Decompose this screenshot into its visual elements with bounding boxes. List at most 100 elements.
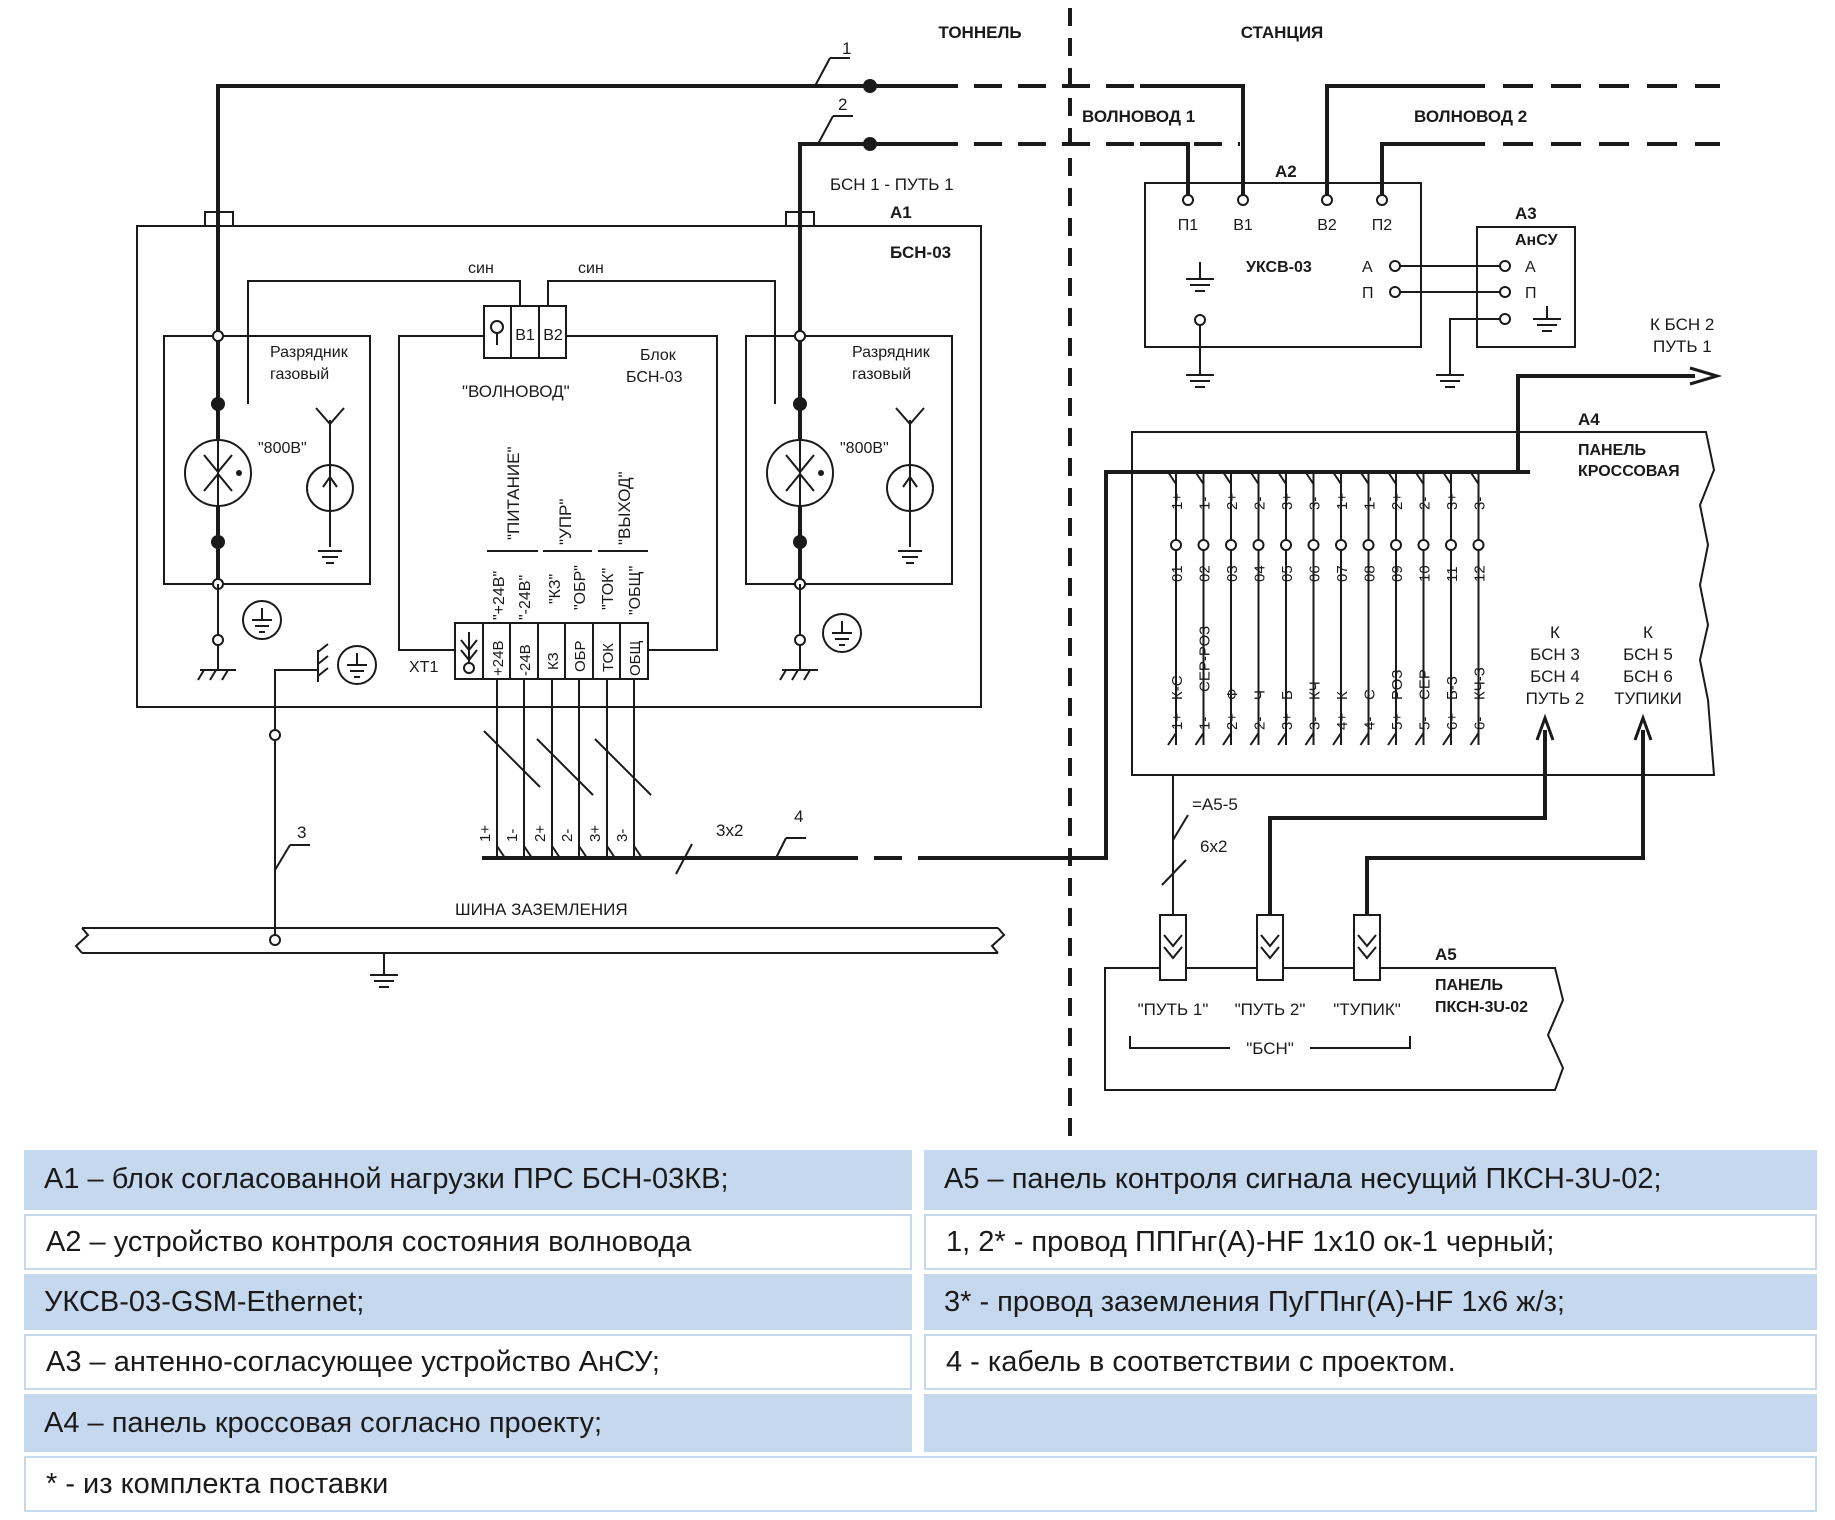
a4-bottom-pin: 2+ <box>1224 713 1241 730</box>
a4-signal: С <box>1362 689 1379 700</box>
a3-tag: А3 <box>1515 204 1537 223</box>
legend-wire3: 3* - провод заземления ПуГПнг(А)-HF 1х6 … <box>924 1274 1817 1330</box>
group-output-label: "ВЫХОД" <box>615 471 634 545</box>
a4-number: 10 <box>1417 565 1434 582</box>
arrester-left-label-2: газовый <box>270 366 329 383</box>
a4-column-bottom-bend <box>1249 732 1260 746</box>
a5-name-2: ПКСН-3U-02 <box>1435 999 1528 1016</box>
route1-line-3: БСН 4 <box>1530 667 1580 686</box>
terminal-minus24: -24В <box>517 644 534 676</box>
arrester-right <box>745 330 953 590</box>
a1-path-label: БСН 1 - ПУТЬ 1 <box>830 175 954 194</box>
ground-a1-icon <box>337 645 377 685</box>
a4-column-top-bend <box>1304 471 1315 485</box>
wave-conn-b2: В2 <box>543 327 563 344</box>
zone-tunnel-label: ТОННЕЛЬ <box>938 23 1021 42</box>
group-sub-obr: "ОБР" <box>572 565 589 610</box>
a4-number: 05 <box>1279 565 1296 582</box>
a3-name: АнСУ <box>1515 232 1559 249</box>
zone-station-label: СТАНЦИЯ <box>1241 23 1324 42</box>
a4-bottom-pin: 6+ <box>1444 713 1461 730</box>
a4-signal: Ч <box>1252 690 1269 700</box>
route2-line-2: БСН 5 <box>1623 645 1673 664</box>
a4-number: 01 <box>1169 565 1186 582</box>
group-control-label: "УПР" <box>556 499 575 545</box>
wave-conn-label: "ВОЛНОВОД" <box>462 382 570 401</box>
a4-terminal-node <box>1307 539 1320 551</box>
a4-number: 09 <box>1389 565 1406 582</box>
a4-column-bottom-bend <box>1194 732 1205 746</box>
sync-wire-right <box>547 280 776 404</box>
terminal-plus24: +24В <box>490 641 507 676</box>
a4-terminal-node <box>1362 539 1375 551</box>
pair-1plus: 1+ <box>477 825 494 842</box>
a4-column-bottom-bend <box>1304 732 1315 746</box>
group-sub-obsch: "ОБЩ" <box>627 566 644 615</box>
arrester-right-label-2: газовый <box>852 366 911 383</box>
a4-panel-frame <box>1131 431 1716 776</box>
a4-top-pin: 2+ <box>1389 493 1406 510</box>
a4-column-bottom-bend <box>1332 732 1342 746</box>
wire-2-label: 2 <box>838 95 847 114</box>
to-bsn2-label-1: К БСН 2 <box>1650 315 1714 334</box>
a5-panel-frame <box>1104 967 1565 1091</box>
a1-tag: А1 <box>890 203 912 222</box>
legend-a2-line2: УКСВ-03-GSM-Ethernet; <box>24 1274 912 1330</box>
ground-left-icon <box>242 600 282 640</box>
a4-signal: К-С <box>1169 675 1186 700</box>
a2-pin-p2: П2 <box>1372 217 1393 234</box>
a4-column-top-bend <box>1249 471 1260 485</box>
route-lines <box>1161 713 1653 915</box>
a4-bottom-pin: 5- <box>1417 717 1434 730</box>
wire-2 <box>798 142 1240 340</box>
a4-terminal-node <box>1335 539 1347 551</box>
legend-a3: А3 – антенно-согласующее устройство АнСУ… <box>24 1334 912 1390</box>
schematic-diagram: ТОННЕЛЬ СТАНЦИЯ 1 2 ВОЛНОВОД 1 ВОЛНОВОД … <box>74 8 1723 1138</box>
group-power-label: "ПИТАНИЕ" <box>504 447 523 541</box>
legend-table: А1 – блок согласованной нагрузки ПРС БСН… <box>24 1150 1817 1514</box>
legend-cable4: 4 - кабель в соответствии с проектом. <box>924 1334 1817 1390</box>
a4-top-pin: 3+ <box>1444 493 1461 510</box>
a3-pin-p: П <box>1525 285 1537 302</box>
a4-top-pin: 1+ <box>1334 493 1351 510</box>
a4-terminal-node <box>1197 539 1210 551</box>
a4-terminal-columns: 1+01К-С1+1-02СЕР-РОЗ1-2+03Ф2+2-04Ч2-3+05… <box>1167 471 1489 746</box>
xt1-label: ХТ1 <box>409 659 438 676</box>
wire-1-label: 1 <box>842 39 851 58</box>
cable-a55-label: =А5-5 <box>1192 795 1238 814</box>
bsn03-block-label-1: Блок <box>640 347 677 364</box>
pair-2minus: 2- <box>559 829 576 842</box>
a4-number: 02 <box>1197 565 1214 582</box>
a5-port-path1: "ПУТЬ 1" <box>1138 1000 1209 1019</box>
a4-signal: Ф <box>1224 689 1241 700</box>
a4-column-top-bend <box>1167 471 1177 485</box>
a4-signal: К <box>1334 691 1351 700</box>
a4-column-top-bend <box>1332 471 1342 485</box>
cable-6x2-label: 6х2 <box>1200 837 1227 856</box>
a4-column-top-bend <box>1277 471 1287 485</box>
a4-bottom-pin: 1+ <box>1169 713 1186 730</box>
a3-pin-a: А <box>1525 259 1536 276</box>
sync-label-right: син <box>578 260 604 277</box>
a4-name-2: КРОССОВАЯ <box>1578 463 1680 480</box>
wire-3 <box>269 643 377 940</box>
arrester-right-label-1: Разрядник <box>852 344 931 361</box>
wave-conn-b1: В1 <box>515 327 535 344</box>
sync-label-left: син <box>468 260 494 277</box>
route2-line-3: БСН 6 <box>1623 667 1673 686</box>
pair-3plus: 3+ <box>587 825 604 842</box>
group-sub-tok: "ТОК" <box>600 568 617 610</box>
a4-tag: А4 <box>1578 410 1600 429</box>
pair-2plus: 2+ <box>532 825 549 842</box>
route1-line-2: БСН 3 <box>1530 645 1580 664</box>
ground-left <box>197 584 282 681</box>
a2-pin-p: П <box>1362 285 1374 302</box>
a4-bottom-pin: 3+ <box>1279 713 1296 730</box>
group-sub-kz: "КЗ" <box>547 574 564 604</box>
a4-column-top-bend <box>1222 471 1232 485</box>
a4-number: 11 <box>1444 566 1461 582</box>
waveguide-connector <box>483 305 567 359</box>
wire-1-junction <box>863 79 877 93</box>
arrester-left <box>163 330 371 590</box>
a4-terminal-node <box>1445 539 1457 551</box>
